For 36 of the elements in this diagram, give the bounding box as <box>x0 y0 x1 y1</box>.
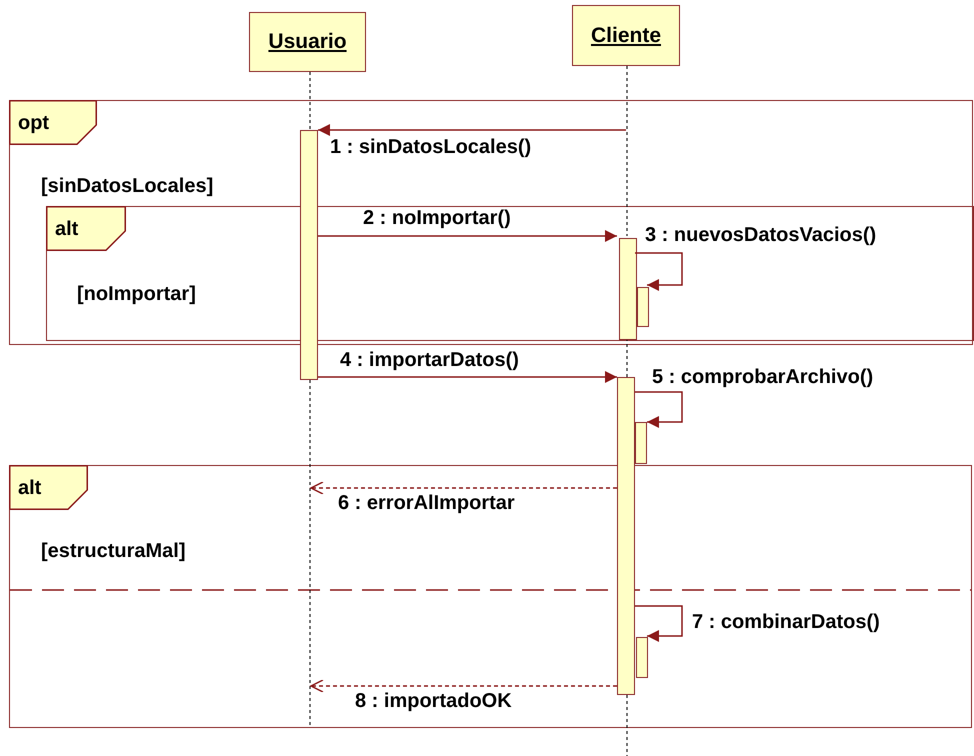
message-label: 4 : importarDatos() <box>340 349 519 372</box>
fragment-operator: opt <box>18 112 50 135</box>
message-arrow <box>318 124 626 136</box>
guard-condition: [sinDatosLocales] <box>41 175 214 198</box>
message-label: 8 : importadoOK <box>355 690 512 713</box>
lifeline <box>309 72 311 728</box>
message-label: 3 : nuevosDatosVacios() <box>645 224 876 247</box>
guard-condition: [estructuraMal] <box>41 540 186 563</box>
self-call-arrow <box>635 391 683 428</box>
return-arrow <box>310 679 617 693</box>
combined-fragment <box>9 100 973 345</box>
fragment-operator: alt <box>55 218 78 241</box>
return-arrow <box>310 481 617 495</box>
message-label: 5 : comprobarArchivo() <box>652 366 874 389</box>
message-arrow <box>318 230 617 242</box>
object-name: Usuario <box>268 30 347 54</box>
lifeline-head <box>572 5 680 66</box>
self-call-arrow <box>635 252 683 291</box>
lifeline-head <box>249 12 366 72</box>
activation-bar <box>300 130 318 380</box>
activation-bar <box>636 637 648 678</box>
activation-bar <box>637 287 649 327</box>
combined-fragment <box>9 465 972 728</box>
activation-bar <box>617 377 635 695</box>
activation-bar <box>635 422 647 464</box>
fragment-operator: alt <box>18 477 42 500</box>
object-name: Cliente <box>590 24 661 48</box>
guard-condition: [noImportar] <box>77 283 196 306</box>
message-label: 2 : noImportar() <box>363 207 511 230</box>
message-label: 6 : errorAlImportar <box>338 492 515 515</box>
activation-bar <box>619 238 637 340</box>
message-label: 1 : sinDatosLocales() <box>330 136 532 159</box>
message-label: 7 : combinarDatos() <box>692 611 880 634</box>
combined-fragment <box>46 206 974 341</box>
self-call-arrow <box>635 605 683 642</box>
message-arrow <box>318 371 617 383</box>
